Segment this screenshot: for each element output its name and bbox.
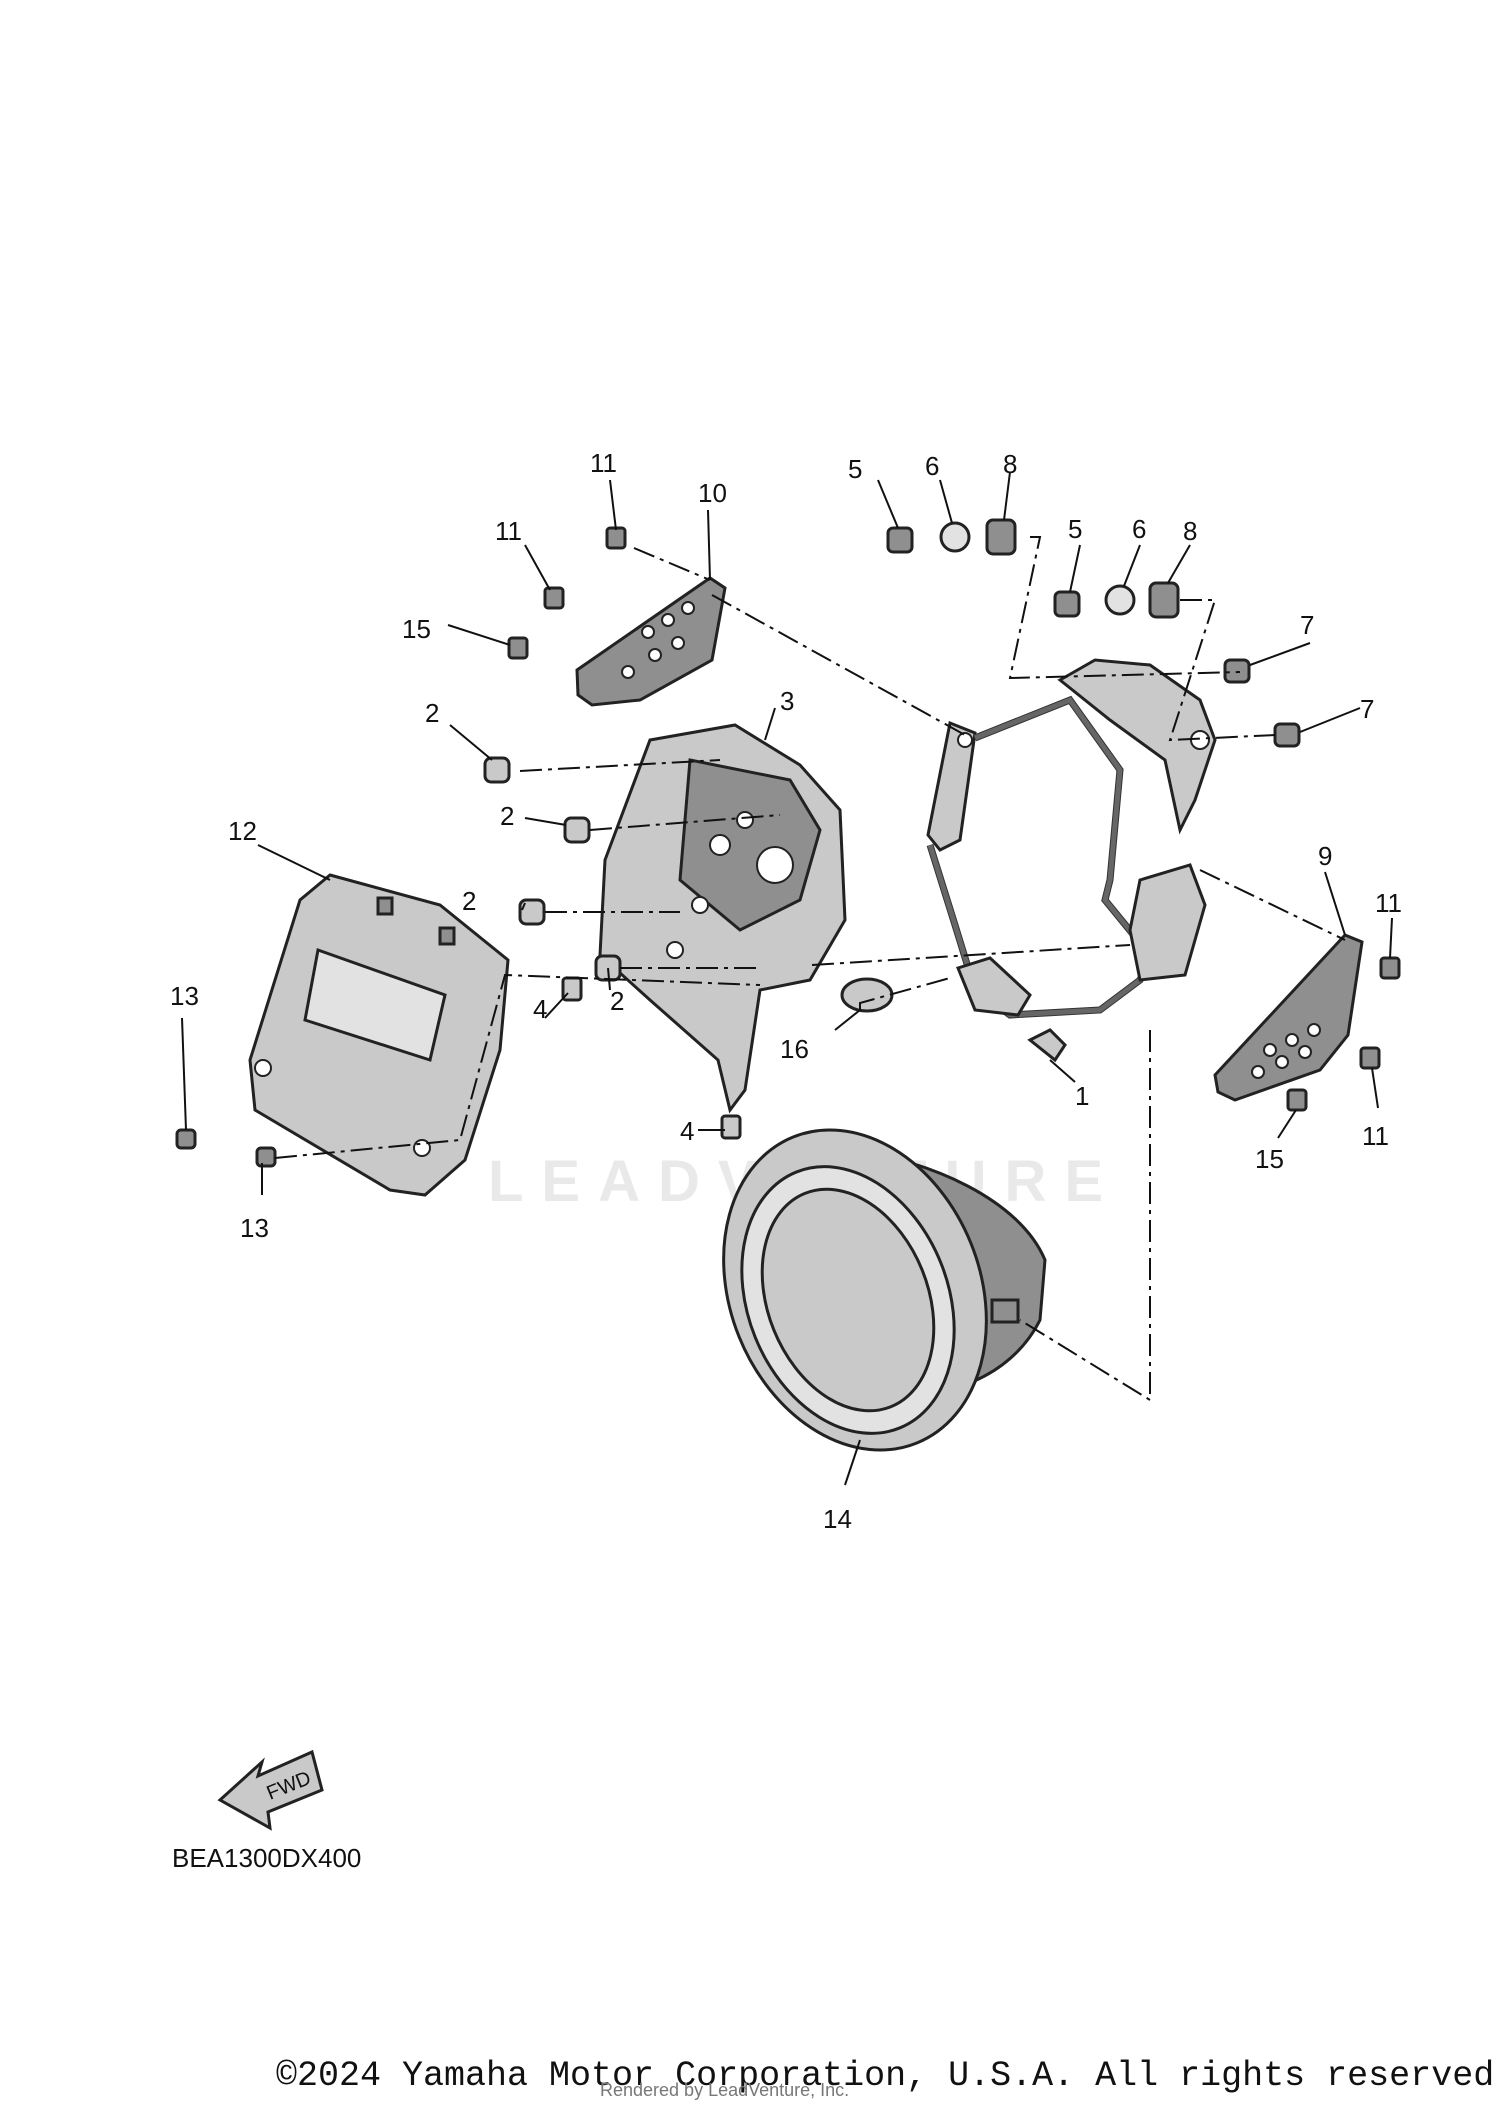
fastener-group bbox=[175, 518, 1401, 1168]
callout-2: 2 bbox=[610, 986, 624, 1016]
callout-12: 12 bbox=[228, 816, 257, 846]
callout-4: 4 bbox=[533, 994, 547, 1024]
callout-15: 15 bbox=[402, 614, 431, 644]
callout-11: 11 bbox=[1362, 1121, 1389, 1151]
rear-cover bbox=[248, 873, 510, 1197]
left-bracket-plate bbox=[575, 576, 727, 707]
callout-11: 11 bbox=[590, 448, 617, 478]
callout-15: 15 bbox=[1255, 1144, 1284, 1174]
callout-2: 2 bbox=[500, 801, 514, 831]
callout-3: 3 bbox=[780, 686, 794, 716]
callout-8: 8 bbox=[1003, 449, 1017, 479]
callout-11: 11 bbox=[495, 516, 522, 546]
callout-2: 2 bbox=[462, 886, 476, 916]
render-credit: Rendered by LeadVenture, Inc. bbox=[600, 2080, 850, 2100]
callout-2: 2 bbox=[425, 698, 439, 728]
callout-11: 11 bbox=[1375, 888, 1402, 918]
forward-direction-arrow: FWD bbox=[217, 1749, 324, 1831]
callout-10: 10 bbox=[698, 478, 727, 508]
callout-13: 13 bbox=[170, 981, 199, 1011]
callout-16: 16 bbox=[780, 1034, 809, 1064]
leader-lines bbox=[181, 471, 1393, 1486]
callout-14: 14 bbox=[823, 1504, 852, 1534]
callout-1: 1 bbox=[1075, 1081, 1089, 1111]
callout-8: 8 bbox=[1183, 516, 1197, 546]
right-bracket-plate bbox=[1213, 933, 1364, 1102]
assembly-lines bbox=[274, 536, 1346, 1402]
instrument-housing bbox=[598, 723, 847, 1114]
callout-5: 5 bbox=[848, 454, 862, 484]
callout-13: 13 bbox=[240, 1213, 269, 1243]
diagram-code: BEA1300DX400 bbox=[172, 1843, 362, 1873]
callout-7: 7 bbox=[1360, 694, 1374, 724]
meter-assembly bbox=[722, 1128, 1047, 1452]
main-bracket-frame bbox=[926, 658, 1217, 1063]
copyright-notice: ©2024 Yamaha Motor Corporation, U.S.A. A… bbox=[276, 2056, 1500, 2096]
callout-6: 6 bbox=[925, 451, 939, 481]
callout-4: 4 bbox=[680, 1116, 694, 1146]
callout-6: 6 bbox=[1132, 514, 1146, 544]
callout-5: 5 bbox=[1068, 514, 1082, 544]
callout-7: 7 bbox=[1300, 610, 1314, 640]
callout-9: 9 bbox=[1318, 841, 1332, 871]
callout-labels: 11 10 11 15 2 3 2 12 2 4 2 13 16 4 1 13 … bbox=[170, 448, 1402, 1534]
